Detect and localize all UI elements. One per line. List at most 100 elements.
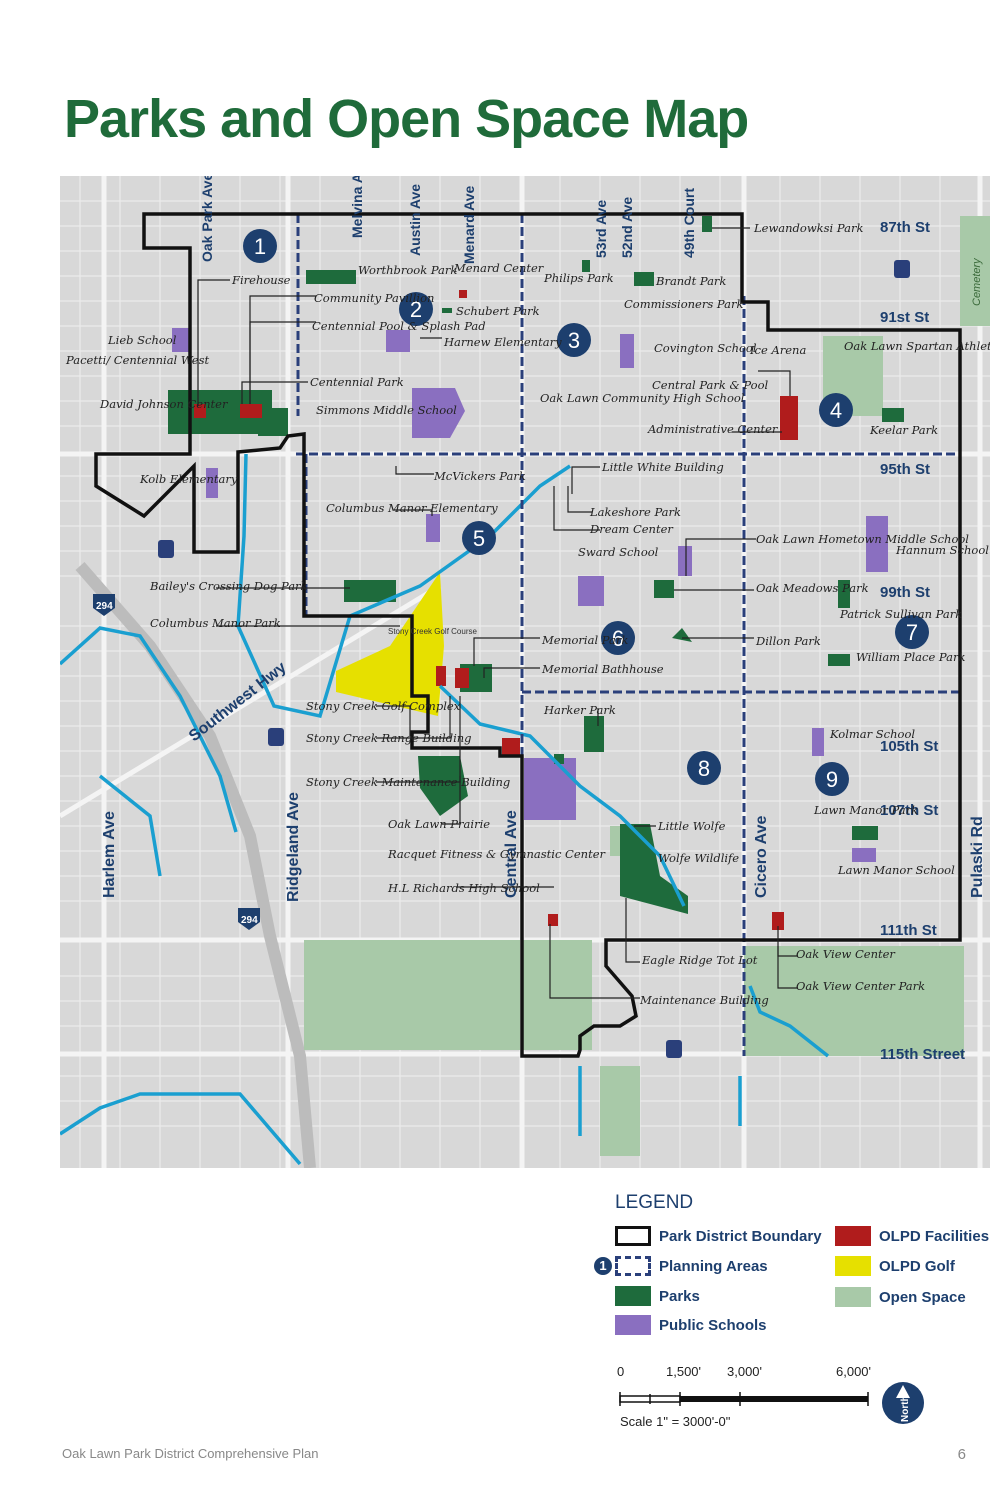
street-91st-st: 91st St	[880, 309, 929, 326]
label-covington-school: Covington School	[654, 341, 757, 355]
leader-lines	[197, 227, 798, 999]
label-lawn-manor-park: Lawn Manor Park	[813, 803, 918, 817]
scale-tick-3000: 3,000'	[727, 1364, 763, 1379]
planning-area-3: 3	[568, 328, 580, 353]
legend-golf: OLPD Golf	[835, 1256, 955, 1276]
label-simmons-middle: Simmons Middle School	[316, 403, 457, 417]
label-dillon-park: Dillon Park	[755, 634, 821, 648]
parks	[168, 216, 904, 914]
label-oak-view-center: Oak View Center	[796, 947, 896, 961]
label-memorial-park: Memorial Park	[541, 633, 628, 647]
label-maintenance-building: Maintenance Building	[639, 993, 769, 1007]
label-little-wolfe: Little Wolfe	[657, 819, 726, 833]
legend-boundary: Park District Boundary	[615, 1226, 822, 1246]
label-worthbrook-park: Worthbrook Park	[358, 263, 457, 277]
label-brandt-park: Brandt Park	[655, 274, 726, 288]
label-lewandowksi-park: Lewandowksi Park	[753, 221, 863, 235]
street-111th-st: 111th St	[880, 922, 937, 939]
label-stony-creek-range: Stony Creek Range Building	[306, 731, 472, 745]
legend-golf-swatch	[835, 1256, 871, 1276]
legend-parks-label: Parks	[659, 1287, 700, 1305]
planning-area-markers: 1 2 3 4 5 6 7 8 9	[243, 229, 929, 796]
planning-area-1: 1	[254, 234, 266, 259]
label-firehouse: Firehouse	[231, 273, 291, 287]
label-harnew-elementary: Harnew Elementary	[443, 335, 562, 349]
page-number: 6	[957, 1446, 966, 1463]
planning-area-9: 9	[826, 767, 838, 792]
label-eagle-ridge-tot-lot: Eagle Ridge Tot Lot	[641, 953, 758, 967]
street-harlem-ave: Harlem Ave	[101, 811, 118, 898]
open-space-areas	[304, 216, 990, 1156]
street-95th-st: 95th St	[880, 461, 930, 478]
page-title: Parks and Open Space Map	[64, 89, 749, 149]
place-labels: Firehouse Worthbrook Park Menard Center …	[65, 221, 990, 1007]
stony-creek-golf-course	[336, 572, 444, 716]
label-spartan-complex: Oak Lawn Spartan Athletic Complex	[844, 339, 990, 353]
svg-text:North: North	[900, 1395, 911, 1422]
label-david-johnson-center: David Johnson Center	[99, 397, 229, 411]
street-cicero-ave: Cicero Ave	[753, 815, 770, 898]
parks-map[interactable]: Oak Park Ave Melvina Ave Austin Ave Mena…	[60, 176, 990, 1168]
label-memorial-bathhouse: Memorial Bathhouse	[541, 662, 664, 676]
label-centennial-pool: Centennial Pool & Splash Pad	[312, 319, 486, 333]
label-lieb-school: Lieb School	[107, 333, 177, 347]
street-52nd-ave: 52nd Ave	[619, 197, 635, 258]
scale-note: Scale 1" = 3000'-0"	[620, 1414, 731, 1429]
label-oak-view-center-park: Oak View Center Park	[796, 979, 925, 993]
legend-schools-swatch	[615, 1315, 651, 1335]
planning-area-4: 4	[830, 398, 842, 423]
label-wolfe-wildlife: Wolfe Wildlife	[658, 851, 739, 865]
label-mcvickers-park: McVickers Park	[433, 469, 526, 483]
label-administrative-center: Administrative Center	[647, 422, 779, 436]
label-menard-center: Menard Center	[453, 261, 545, 275]
legend-planning-marker: 1	[594, 1257, 612, 1275]
street-115th-street: 115th Street	[880, 1046, 965, 1063]
interstate-shield-south: 294	[238, 908, 260, 930]
legend-boundary-swatch	[615, 1226, 651, 1246]
street-oak-park-ave: Oak Park Ave	[199, 176, 215, 262]
legend-open-space-label: Open Space	[879, 1288, 966, 1306]
label-keelar-park: Keelar Park	[869, 423, 938, 437]
planning-area-7: 7	[906, 620, 918, 645]
label-schubert-park: Schubert Park	[456, 304, 540, 318]
street-49th-court: 49th Court	[681, 188, 697, 258]
label-patrick-sullivan-park: Patrick Sullivan Park	[839, 607, 962, 621]
label-oak-meadows-park: Oak Meadows Park	[756, 581, 869, 595]
label-pacetti: Pacetti/ Centennial West	[65, 353, 209, 367]
label-hannum-school: Hannum School	[895, 543, 989, 557]
street-105th-st: 105th St	[880, 738, 938, 755]
scale-tick-0: 0	[617, 1364, 625, 1379]
label-racquet-fitness: Racquet Fitness & Gymnastic Center	[387, 847, 606, 861]
label-oak-lawn-prairie: Oak Lawn Prairie	[388, 817, 490, 831]
public-schools	[172, 328, 888, 862]
legend-schools-label: Public Schools	[659, 1316, 767, 1334]
street-austin-ave: Austin Ave	[407, 184, 423, 256]
street-pulaski-rd: Pulaski Rd	[969, 816, 986, 898]
label-stony-creek-maintenance: Stony Creek Maintenance Building	[306, 775, 510, 789]
street-central-ave: Central Ave	[503, 810, 520, 898]
planning-area-6: 6	[612, 626, 624, 651]
label-dream-center: Dream Center	[589, 522, 674, 536]
label-sward-school: Sward School	[578, 545, 659, 559]
legend-parks: Parks	[615, 1286, 700, 1306]
label-central-park-pool: Central Park & Pool	[652, 378, 769, 392]
park-district-boundary	[94, 212, 962, 1058]
svg-text:294: 294	[96, 601, 113, 612]
label-lawn-manor-school: Lawn Manor School	[837, 863, 955, 877]
label-stony-creek-golf-complex: Stony Creek Golf Complex	[306, 699, 461, 713]
label-commissioners-park: Commissioners Park	[624, 297, 743, 311]
waterways	[60, 453, 830, 1166]
label-hl-richards: H.L Richards High School	[387, 881, 540, 895]
label-stony-creek-golf-course: Stony Creek Golf Course	[388, 627, 477, 636]
street-menard-ave: Menard Ave	[461, 185, 477, 264]
label-kolb-elementary: Kolb Elementary	[139, 472, 238, 486]
label-hometown-middle: Oak Lawn Hometown Middle School	[756, 532, 969, 546]
planning-area-5: 5	[473, 526, 485, 551]
legend-planning-swatch	[615, 1256, 651, 1276]
interstate-294-road	[75, 562, 316, 1168]
north-arrow-icon: North	[882, 1382, 924, 1424]
interstate-shield-north: 294	[93, 594, 115, 616]
label-william-place-park: William Place Park	[856, 650, 965, 664]
legend-schools: Public Schools	[615, 1315, 767, 1335]
label-philips-park: Philips Park	[543, 271, 614, 285]
